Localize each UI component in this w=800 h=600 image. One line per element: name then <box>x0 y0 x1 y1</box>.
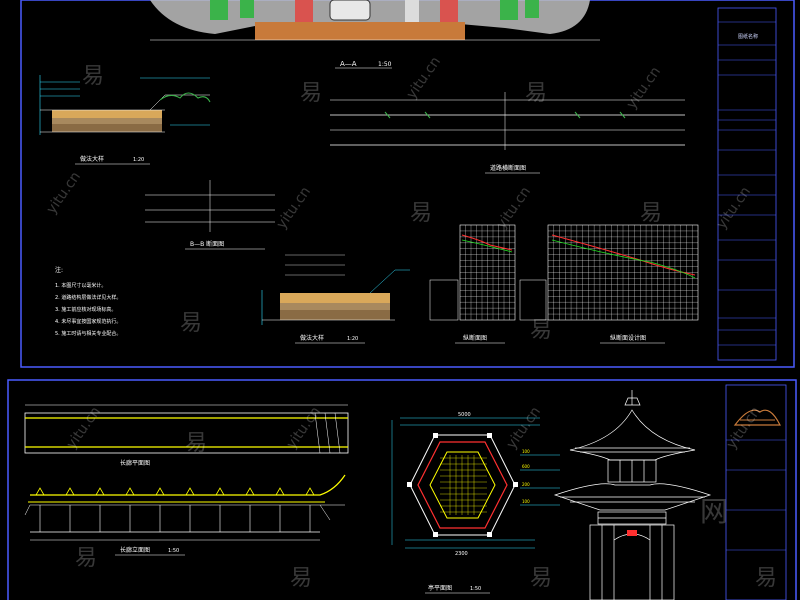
corridor-plan-title: 长廊平面图 <box>120 459 150 467</box>
profile-small-title: 纵断面图 <box>463 334 487 342</box>
pavilion-plan-title: 亭平面图 <box>428 584 452 592</box>
section-aa-drawing <box>150 0 600 41</box>
sheet-2-titleblock <box>725 384 787 600</box>
sheet-1-titleblock <box>717 7 777 361</box>
detail-left-scale: 1:20 <box>133 157 144 163</box>
sheet-2-frame <box>7 379 797 600</box>
section-aa-scale: 1:50 <box>378 61 392 68</box>
corridor-elevation-drawing <box>24 474 346 541</box>
section-aa-title: A—A <box>340 60 357 68</box>
corridor-plan-drawing <box>24 404 349 454</box>
sheet-1: A—A 1:50 做法大样 1:20 <box>20 0 795 368</box>
detail-left-drawing <box>39 75 211 135</box>
pavilion-dim-right-3: 200 <box>522 482 530 487</box>
note-4: 4. 未尽事宜按国家规范执行。 <box>55 318 121 325</box>
profile-large-title: 纵断面设计图 <box>610 334 646 342</box>
corridor-elevation-scale: 1:50 <box>168 548 179 554</box>
road-section-drawing <box>330 92 685 150</box>
note-3: 3. 施工前应核对现场标高。 <box>55 306 116 313</box>
note-5: 5. 施工时请与相关专业配合。 <box>55 330 121 337</box>
section-bb-drawing <box>145 180 275 232</box>
note-2: 2. 道路结构层做法详见大样。 <box>55 294 121 301</box>
sheet-1-frame <box>20 0 795 368</box>
pavilion-dim-top: 5000 <box>458 412 471 418</box>
pavilion-dim-right-4: 100 <box>522 499 530 504</box>
corridor-elevation-title: 长廊立面图 <box>120 546 150 554</box>
notes-heading: 注: <box>55 266 63 274</box>
pavilion-elevation-drawing <box>553 390 712 600</box>
note-1: 1. 本图尺寸以毫米计。 <box>55 282 106 289</box>
profile-large-grid <box>519 224 699 321</box>
pavilion-plaque <box>627 530 637 536</box>
profile-small-grid <box>429 224 516 321</box>
pavilion-dim-right-1: 100 <box>522 449 530 454</box>
sheet-2: 长廊平面图 长廊立面图 1:50 <box>7 379 797 600</box>
detail-left-title: 做法大样 <box>80 155 104 163</box>
pavilion-dim-right-2: 600 <box>522 464 530 469</box>
titleblock-1-label: 图纸名称 <box>738 33 758 40</box>
pavilion-plan-drawing <box>391 417 560 549</box>
road-section-title: 道路横断面图 <box>490 164 526 172</box>
detail-mid-title: 做法大样 <box>300 334 324 342</box>
detail-mid-scale: 1:20 <box>347 336 358 342</box>
section-bb-title: B—B 断面图 <box>190 240 224 248</box>
pavilion-dim-bottom: 2300 <box>455 551 468 557</box>
detail-mid-drawing <box>261 254 410 325</box>
pavilion-plan-scale: 1:50 <box>470 586 481 592</box>
